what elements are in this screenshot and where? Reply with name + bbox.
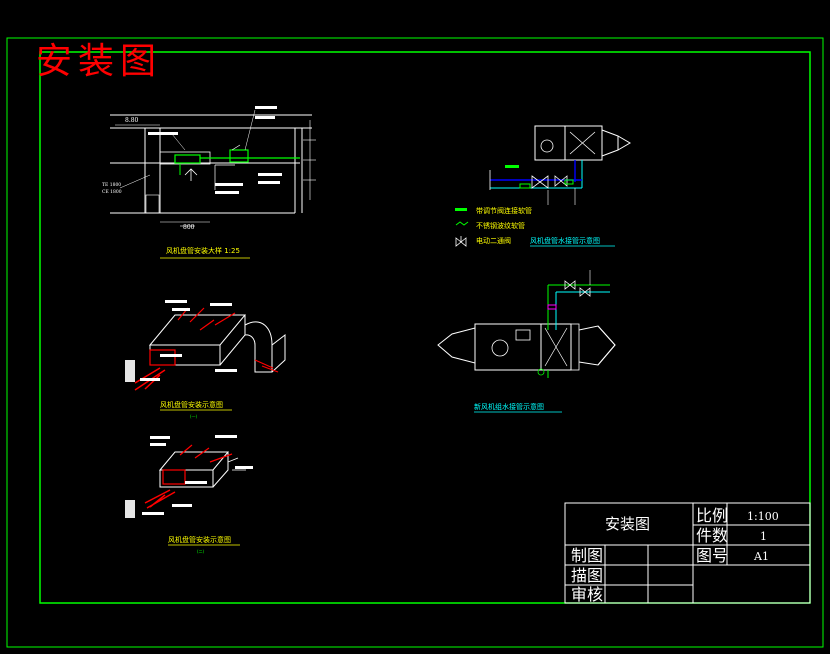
title-block-scale-value: 1:100 <box>747 510 779 523</box>
view-install-sketch-1: 风机盘管安装示意图 (一) <box>125 300 286 419</box>
motorized-valve-icon <box>455 236 467 247</box>
title-block-count-value: 1 <box>760 530 767 543</box>
caption-fresh-air-piping: 新风机组水接管示意图 <box>474 402 544 411</box>
view-fresh-air-piping: 新风机组水接管示意图 <box>437 270 616 413</box>
title-block-drawing-name: 安装图 <box>605 515 650 533</box>
dim-top: 8.80 <box>125 117 139 124</box>
subcaption-install-sketch-2: (二) <box>197 549 205 554</box>
label-ce: CE 1800 <box>102 189 122 195</box>
view-section-detail: 8.80 800 TE 1800 CE 1800 风机盘管安装大样 1:25 <box>102 106 316 259</box>
legend-item-1: 带调节阀连接软管 <box>476 206 532 215</box>
title-block: 安装图 比例 1:100 件数 1 图号 A1 制图 描图 审核 <box>564 502 811 604</box>
bellows-hose-icon <box>455 221 469 226</box>
title-block-count-label: 件数 <box>696 526 728 545</box>
subcaption-install-sketch-1: (一) <box>190 414 198 419</box>
title-block-drawn-label: 制图 <box>571 546 603 565</box>
title-block-traced-label: 描图 <box>571 566 603 585</box>
title-block-number-value: A1 <box>753 550 769 563</box>
title-block-checked-label: 审核 <box>571 585 603 604</box>
title-block-number-label: 图号 <box>696 546 728 565</box>
inner-frame <box>39 51 811 604</box>
caption-section-detail: 风机盘管安装大样 1:25 <box>166 246 240 255</box>
caption-fancoil-piping: 风机盘管水接管示意图 <box>530 236 600 245</box>
dim-bottom: 800 <box>183 224 195 231</box>
view-install-sketch-2: 风机盘管安装示意图 (二) <box>125 435 253 554</box>
title-block-scale-label: 比例 <box>696 506 728 525</box>
view-fancoil-piping: 带调节阀连接软管 不锈钢波纹软管 电动二通阀 风机盘管水接管示意图 <box>455 125 631 247</box>
label-te: TE 1800 <box>102 182 121 188</box>
caption-install-sketch-1: 风机盘管安装示意图 <box>160 400 223 409</box>
legend-item-2: 不锈钢波纹软管 <box>476 221 525 230</box>
sheet-title: 安装图 <box>36 41 162 82</box>
outer-frame <box>6 37 824 648</box>
caption-install-sketch-2: 风机盘管安装示意图 <box>168 535 231 544</box>
legend-item-3: 电动二通阀 <box>476 236 511 245</box>
